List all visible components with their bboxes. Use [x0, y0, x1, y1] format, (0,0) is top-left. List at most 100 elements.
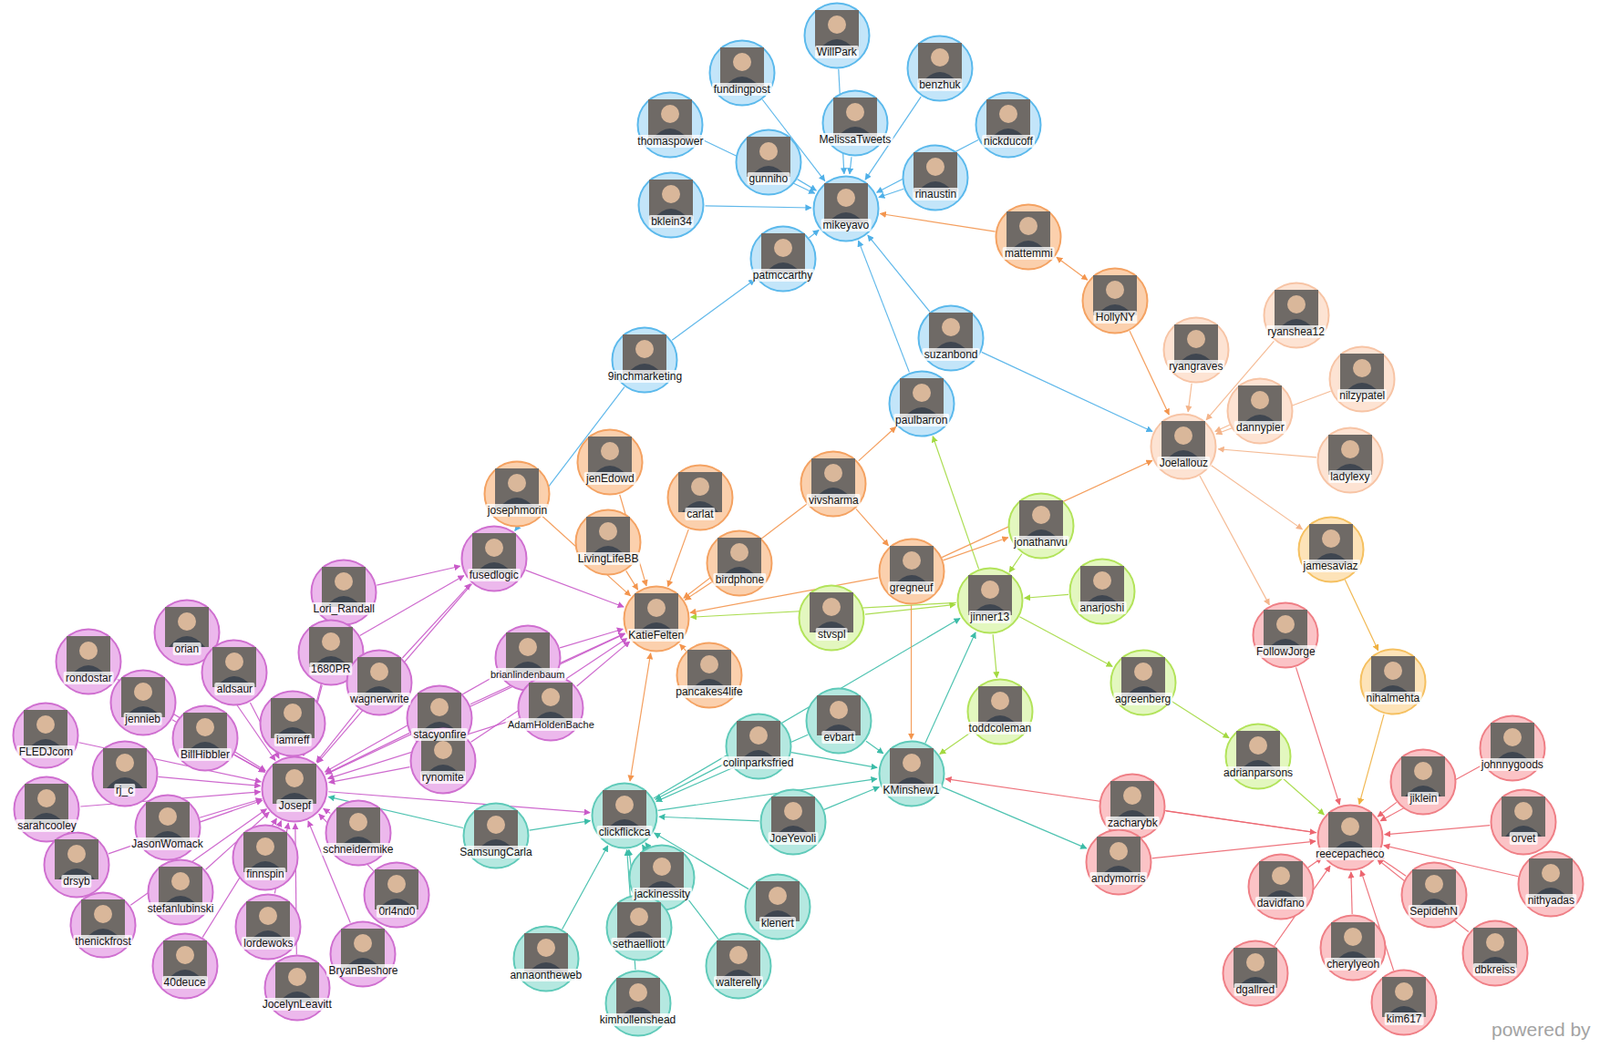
follow-link — [562, 846, 609, 930]
user-name: stefanlubinski — [145, 902, 217, 916]
user-name: zacharybk — [1105, 816, 1160, 830]
profile-node: fundingpost — [708, 39, 776, 107]
profile-node: 0rl4nd0 — [362, 861, 431, 930]
profile-circle — [574, 508, 642, 577]
user-name: fundingpost — [712, 82, 773, 96]
circle-outline — [623, 587, 689, 652]
circle-outline — [1360, 650, 1425, 715]
profile-node: birdphone — [705, 529, 774, 598]
profile-node: JocelynLeavitt — [263, 954, 331, 1022]
avatar-head — [1414, 762, 1433, 781]
profile-circle — [877, 537, 946, 606]
avatar-head — [285, 769, 304, 788]
avatar-photo — [978, 686, 1022, 727]
avatar-photo — [1401, 756, 1446, 797]
user-name: adrianparsons — [1221, 766, 1295, 780]
circle-outline — [578, 430, 643, 496]
avatar-photo — [986, 99, 1031, 140]
avatar-photo — [717, 537, 762, 579]
profile-circle — [966, 678, 1034, 746]
profile-circle — [636, 91, 704, 159]
avatar-head — [629, 908, 649, 927]
user-name: thomaspower — [635, 134, 705, 148]
profile-node: suzanbond — [917, 304, 985, 372]
avatar-photo — [913, 152, 958, 193]
avatar-photo — [746, 136, 791, 177]
follow-link — [1377, 859, 1469, 933]
avatar-head — [729, 946, 748, 965]
follow-link — [1211, 465, 1303, 530]
user-name: benzhuk — [917, 78, 962, 92]
avatar-head — [1134, 662, 1153, 682]
circle-outline — [806, 689, 872, 754]
circle-outline — [907, 36, 972, 102]
user-name: gunniho — [746, 172, 790, 186]
user-name: carlat — [684, 507, 715, 521]
profile-circle — [54, 628, 123, 696]
follow-link — [642, 845, 646, 850]
avatar-head — [1271, 867, 1291, 886]
avatar-head — [485, 538, 504, 558]
user-name: reecepacheco — [1313, 847, 1386, 861]
user-name: sarahcooley — [15, 819, 79, 833]
circle-outline — [152, 934, 217, 1000]
avatar-head — [1246, 953, 1265, 972]
avatar-head — [912, 383, 931, 403]
avatar-head — [846, 103, 865, 122]
profile-node: stefanlubinski — [146, 858, 215, 927]
avatar-photo — [66, 636, 111, 677]
avatar-head — [1250, 391, 1270, 410]
avatar-head — [196, 718, 215, 737]
profile-circle — [1297, 516, 1365, 584]
avatar-photo — [720, 47, 764, 88]
avatar-head — [171, 872, 190, 891]
circle-outline — [364, 863, 430, 929]
avatar-head — [784, 802, 803, 821]
profile-circle — [1478, 714, 1547, 783]
avatar-head — [749, 726, 768, 745]
follow-link — [791, 753, 878, 769]
user-name: HollyNY — [1094, 310, 1137, 324]
profile-circle — [69, 891, 137, 960]
circle-outline — [1100, 774, 1166, 839]
follow-link — [1187, 383, 1192, 413]
circle-outline — [996, 204, 1062, 269]
avatar-head — [1343, 928, 1363, 947]
avatar-photo — [1528, 858, 1573, 899]
circle-outline — [1330, 347, 1395, 413]
profile-node: thenickfrost — [69, 891, 137, 960]
follow-link — [1283, 779, 1324, 816]
circle-outline — [1228, 378, 1293, 444]
avatar-head — [1424, 875, 1444, 894]
circle-outline — [1298, 516, 1363, 582]
avatar-head — [822, 598, 841, 617]
follow-link — [992, 634, 997, 678]
follow-link — [1377, 802, 1397, 817]
avatar-photo — [472, 533, 517, 574]
avatar-photo — [158, 867, 203, 908]
avatar-photo — [1501, 796, 1546, 837]
profile-circle — [1328, 345, 1396, 413]
user-name: mikeyavo — [821, 218, 872, 232]
profile-node: schneidermike — [324, 799, 393, 868]
avatar-photo — [648, 99, 692, 140]
watermark: powered by — [1491, 1019, 1591, 1042]
avatar-head — [1341, 817, 1360, 837]
follow-link — [858, 426, 897, 461]
profile-circle — [797, 584, 866, 652]
user-name: FollowJorge — [1254, 645, 1318, 659]
profile-node: WillPark — [803, 1, 871, 70]
avatar-head — [1541, 864, 1560, 883]
circle-outline — [1085, 829, 1151, 895]
user-name: jenEdowd — [584, 472, 637, 486]
user-name: jackinessity — [632, 887, 692, 901]
user-name: BryanBeshore — [326, 964, 400, 978]
profile-circle — [234, 893, 302, 961]
profile-node: 40deuce — [151, 932, 219, 1001]
profile-node: klenert — [743, 873, 812, 941]
profile-circle — [231, 824, 300, 892]
follow-link — [199, 799, 262, 819]
profile-circle — [1149, 412, 1218, 481]
circle-outline — [667, 465, 733, 531]
avatar-head — [732, 52, 752, 72]
